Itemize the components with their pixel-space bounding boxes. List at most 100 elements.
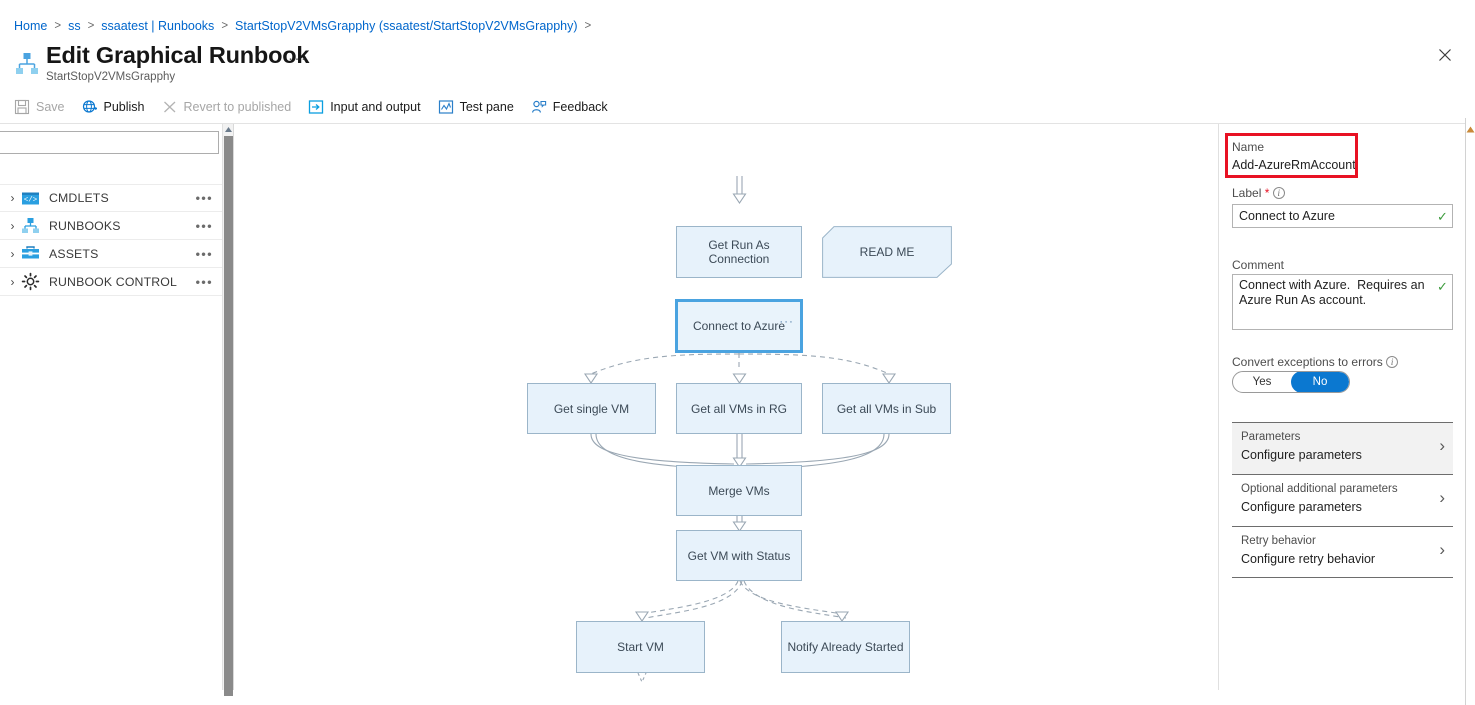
breadcrumb-item-2[interactable]: ssaatest | Runbooks [101,19,215,33]
breadcrumb-item-0[interactable]: Home [14,19,48,33]
canvas-node-label: Merge VMs [708,483,770,498]
sidebar-item-menu[interactable]: ••• [195,274,213,289]
canvas-node-start-vm[interactable]: Start VM [576,621,705,673]
section-optional-additional-parameters[interactable]: Optional additional parameters Configure… [1232,474,1453,526]
label-text: Label [1232,186,1262,200]
sidebar-item-menu[interactable]: ••• [195,218,213,233]
toggle-option-no[interactable]: No [1312,376,1328,388]
canvas-properties-divider [1218,124,1219,690]
input-and-output-button[interactable]: Input and output [308,99,421,115]
svg-text:</>: </> [24,196,38,204]
feedback-button[interactable]: Feedback [531,99,608,115]
canvas-node-label: Connect to Azure [692,319,786,333]
section-retry-behavior[interactable]: Retry behavior Configure retry behavior … [1232,526,1453,578]
canvas-node-connect-to-azure[interactable]: Connect to Azure ··· [675,299,803,353]
runbook-hierarchy-icon [14,51,40,77]
library-scrollbar[interactable] [222,124,234,696]
assets-toolbox-icon [21,244,40,263]
breadcrumb-separator: > [584,20,592,32]
chevron-right-icon[interactable]: › [1439,488,1445,507]
sidebar-item-assets[interactable]: › ASSETS ••• [0,240,222,268]
info-icon[interactable]: i [1272,187,1285,199]
breadcrumb-item-1[interactable]: ss [68,19,81,33]
canvas-node-read-me[interactable]: READ ME [822,226,952,278]
scroll-up-icon[interactable] [1466,120,1475,133]
save-button[interactable]: Save [14,99,65,115]
input-and-output-label: Input and output [330,100,421,114]
canvas-node-get-all-vms-in-sub[interactable]: Get all VMs in Sub [822,383,951,434]
convert-exceptions-label: Convert exceptions to errors i [1232,355,1399,369]
revert-to-published-button[interactable]: Revert to published [162,99,291,115]
properties-pane: Name Add-AzureRmAccount Label * i ✓ Comm… [1219,124,1465,690]
canvas-node-label: READ ME [859,245,915,259]
label-input[interactable] [1232,204,1453,228]
convert-exceptions-toggle[interactable]: Yes No [1232,371,1350,393]
chevron-right-icon[interactable]: › [10,246,15,261]
chevron-right-icon[interactable]: › [10,274,15,289]
runbook-control-gear-icon [21,272,40,291]
breadcrumb: Home > ss > ssaatest | Runbooks > StartS… [14,19,598,33]
test-pane-button[interactable]: Test pane [438,99,514,115]
sidebar-item-menu[interactable]: ••• [195,190,213,206]
comment-textarea[interactable] [1232,274,1453,330]
canvas-node-get-vm-with-status[interactable]: Get VM with Status [676,530,802,581]
chevron-right-icon[interactable]: › [10,218,15,233]
section-subtitle: Configure retry behavior [1241,552,1376,566]
cmdlets-code-icon: </> [21,189,40,208]
sidebar-item-label: RUNBOOKS [49,218,121,233]
scroll-up-icon[interactable] [223,124,234,135]
section-subtitle: Configure parameters [1241,500,1362,514]
toggle-option-yes[interactable]: Yes [1252,376,1272,388]
canvas-node-get-single-vm[interactable]: Get single VM [527,383,656,434]
canvas-node-label: Notify Already Started [787,640,904,654]
canvas-node-notify-already-started[interactable]: Notify Already Started [781,621,910,673]
name-value: Add-AzureRmAccount [1232,158,1356,172]
command-toolbar: Save Publish Revert to published [14,96,625,118]
required-asterisk: * [1264,186,1270,200]
comment-label: Comment [1232,258,1285,272]
sidebar-item-runbook-control[interactable]: › RUNBOOK CONTROL ••• [0,268,222,296]
feedback-label: Feedback [552,100,608,114]
toolbar-divider [0,123,1465,124]
save-label: Save [36,100,65,114]
section-subtitle: Configure parameters [1241,448,1362,462]
save-icon [14,99,30,115]
close-icon[interactable] [1437,48,1453,64]
page-scrollbar[interactable] [1465,118,1466,705]
publish-button[interactable]: Publish [82,99,145,115]
toggle-pill [1291,372,1349,392]
library-pane: › </> CMDLETS ••• › [0,124,233,690]
breadcrumb-item-3[interactable]: StartStopV2VMsGrapphy (ssaatest/StartSto… [235,19,578,33]
label-field-label: Label * i [1232,186,1285,200]
canvas-node-get-run-as-connection[interactable]: Get Run As Connection [676,226,802,278]
publish-globe-icon [82,99,98,115]
library-canvas-divider [233,124,234,690]
canvas-node-merge-vms[interactable]: Merge VMs [676,465,802,516]
breadcrumb-separator: > [221,20,229,32]
canvas-node-menu[interactable]: ··· [779,316,794,328]
name-label: Name [1232,140,1265,154]
section-title: Parameters [1241,431,1301,443]
convert-exceptions-text: Convert exceptions to errors [1232,355,1383,369]
canvas-node-label: Get Run As Connection [708,238,770,266]
library-tree: › </> CMDLETS ••• › [0,184,222,296]
canvas-node-get-all-vms-in-rg[interactable]: Get all VMs in RG [676,383,802,434]
chevron-right-icon[interactable]: › [10,191,15,205]
sidebar-item-runbooks[interactable]: › RUNBOOKS ••• [0,212,222,240]
sidebar-item-label: RUNBOOK CONTROL [49,274,177,289]
title-more-menu[interactable]: ··· [288,50,308,67]
library-scrollbar-thumb[interactable] [224,136,233,696]
library-search-input[interactable] [0,131,219,154]
info-icon[interactable]: i [1386,356,1399,368]
revert-x-icon [162,99,178,115]
canvas-node-label: Get all VMs in RG [690,401,788,416]
section-parameters[interactable]: Parameters Configure parameters › [1232,422,1453,474]
chevron-right-icon[interactable]: › [1439,436,1445,455]
sidebar-item-cmdlets[interactable]: › </> CMDLETS ••• [0,184,222,212]
sidebar-item-label: CMDLETS [49,191,109,205]
canvas-node-label: Get all VMs in Sub [836,401,937,416]
canvas-node-label: Get single VM [553,401,630,416]
publish-label: Publish [103,100,145,114]
sidebar-item-menu[interactable]: ••• [195,246,213,261]
chevron-right-icon[interactable]: › [1439,540,1445,559]
